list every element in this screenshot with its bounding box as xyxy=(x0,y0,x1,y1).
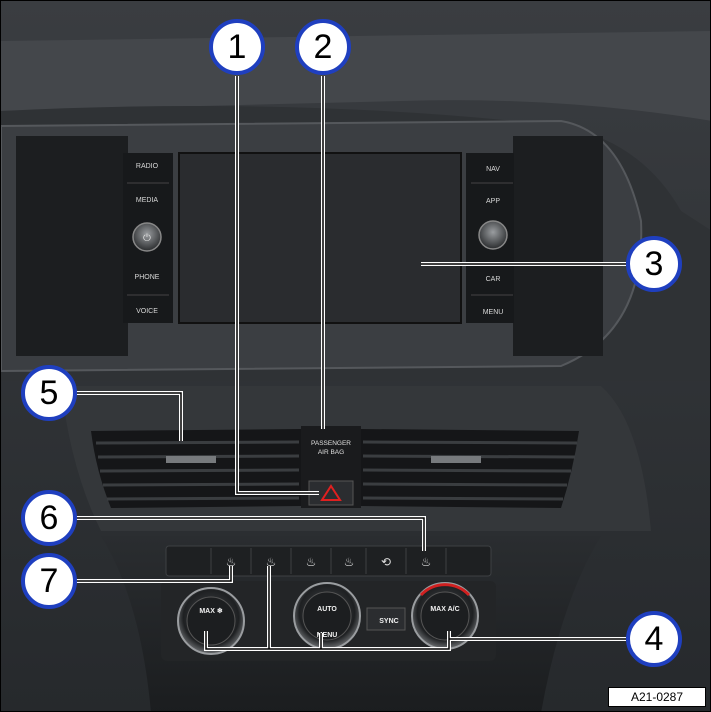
right-vent-slider[interactable] xyxy=(431,456,481,463)
hazard-warning-icon xyxy=(320,484,342,501)
tuning-knob[interactable] xyxy=(478,220,508,250)
power-volume-knob[interactable] xyxy=(132,222,162,252)
menu-button[interactable]: MENU xyxy=(483,309,504,316)
max-defrost-icon: MAX ❄ xyxy=(199,607,223,615)
svg-text:2: 2 xyxy=(314,28,333,66)
climate-button-strip xyxy=(165,545,492,577)
car-button[interactable]: CAR xyxy=(486,276,501,283)
svg-text:3: 3 xyxy=(645,245,664,283)
seat-heat-right-icon[interactable]: ♨ xyxy=(306,555,317,569)
svg-text:6: 6 xyxy=(40,499,59,537)
sync-button[interactable] xyxy=(366,607,406,631)
airbag-label-line2: AIR BAG xyxy=(318,449,344,456)
right-button-panel xyxy=(513,136,603,356)
callout-4: 4 xyxy=(626,611,682,667)
leader-lines xyxy=(76,76,626,651)
center-menu-button[interactable]: MENU xyxy=(317,632,338,639)
callout-2: 2 xyxy=(295,19,351,75)
display-screen xyxy=(178,152,462,324)
app-button[interactable]: APP xyxy=(486,198,500,205)
max-ac-label: MAX A/C xyxy=(430,606,459,613)
seat-heat-left-icon[interactable]: ♨ xyxy=(226,555,237,569)
svg-text:5: 5 xyxy=(40,374,59,412)
recirculation-icon[interactable]: ⟲ xyxy=(381,555,391,569)
svg-text:7: 7 xyxy=(40,562,59,600)
callout-1: 1 xyxy=(209,19,265,75)
media-button[interactable]: MEDIA xyxy=(136,197,159,204)
callout-5: 5 xyxy=(21,365,77,421)
svg-text:4: 4 xyxy=(645,620,664,658)
auto-button[interactable]: AUTO xyxy=(317,606,337,613)
seat-heat-button-icon[interactable]: ♨ xyxy=(421,555,432,569)
upper-dash-panel xyxy=(1,31,710,121)
right-air-vent xyxy=(361,429,579,508)
nav-button[interactable]: NAV xyxy=(486,166,500,173)
phone-button[interactable]: PHONE xyxy=(135,274,160,281)
seat-vent-right-icon[interactable]: ♨ xyxy=(344,555,355,569)
left-vent-slider[interactable] xyxy=(166,456,216,463)
left-air-vent xyxy=(91,429,301,508)
reference-code-label: A21-0287 xyxy=(608,687,706,707)
callout-7: 7 xyxy=(21,553,77,609)
seat-vent-left-icon[interactable]: ♨ xyxy=(266,555,277,569)
callout-3: 3 xyxy=(626,236,682,292)
left-button-panel xyxy=(16,136,128,356)
sync-label: SYNC xyxy=(379,618,398,625)
voice-button[interactable]: VOICE xyxy=(136,308,158,315)
callout-6: 6 xyxy=(21,490,77,546)
radio-button[interactable]: RADIO xyxy=(136,163,159,170)
power-icon: ⏻ xyxy=(143,233,151,244)
svg-text:1: 1 xyxy=(228,28,247,66)
airbag-label-line1: PASSENGER xyxy=(311,440,351,447)
